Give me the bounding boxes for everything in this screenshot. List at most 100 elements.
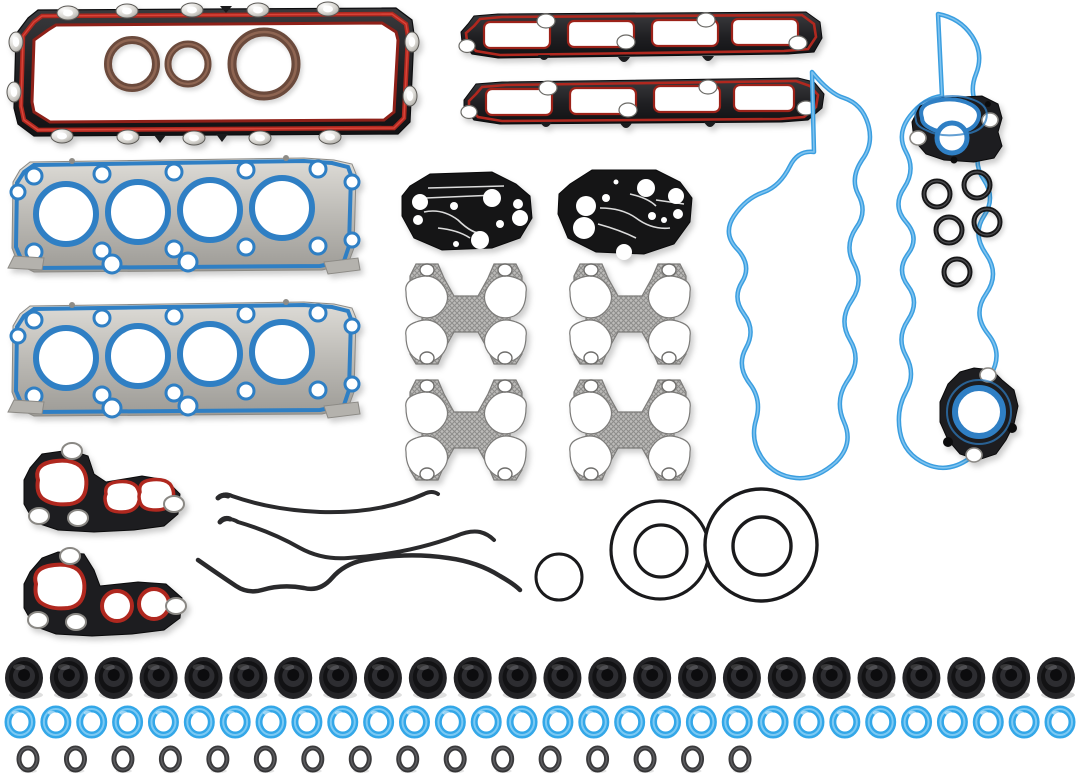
blue-oring-12 [398, 705, 430, 739]
mount-ear-left [7, 255, 45, 271]
exh-1-bolt-holes [419, 263, 513, 365]
head-gasket-right-bead [13, 302, 354, 415]
thermostat-bead-trace [946, 379, 1012, 445]
small-washer-6 [253, 745, 277, 773]
intake-lower-bolt-holes [460, 79, 816, 120]
seal-strip-3-path [195, 553, 523, 594]
locating-tab-a [216, 134, 228, 142]
small-washer-5 [206, 745, 230, 773]
small-washer-1 [16, 745, 40, 773]
blue-oring-28 [972, 705, 1004, 739]
timing-cover-gasket-right [552, 164, 700, 260]
exh-3-bolt-holes [419, 379, 513, 481]
head-gasket-right [4, 294, 372, 422]
valve-stem-seal-12 [498, 657, 537, 699]
crossover-lower-port-b [100, 589, 134, 623]
small-washer-11 [491, 745, 515, 773]
valve-stem-seal-18 [767, 657, 806, 699]
small-washer-16 [728, 745, 752, 773]
blue-oring-10 [327, 705, 359, 739]
valve-cover-gasket-left [716, 66, 896, 626]
blue-oring-21 [721, 705, 753, 739]
intake-manifold-gasket-lower [460, 72, 832, 138]
blue-oring-26 [901, 705, 933, 739]
small-washer-2 [63, 745, 87, 773]
small-washer-9 [396, 745, 420, 773]
blue-oring-8 [255, 705, 287, 739]
blue-oring-16 [542, 705, 574, 739]
valve-stem-seal-5 [184, 657, 223, 699]
small-washer-8 [348, 745, 372, 773]
small-washer-15 [681, 745, 705, 773]
valve-stem-seal-24 [1037, 657, 1075, 699]
water-pump-main-bore [934, 120, 970, 156]
crossover-lower-port-c [137, 587, 171, 621]
valve-stem-seal-6 [229, 657, 268, 699]
valve-stem-seal-23 [992, 657, 1031, 699]
crossover-upper-bolt-holes [28, 442, 185, 527]
valve-cover-left-outline [726, 69, 873, 481]
valve-stem-seal-10 [408, 657, 447, 699]
blue-oring-11 [363, 705, 395, 739]
blue-oring-2 [40, 705, 72, 739]
valve-stem-seal-17 [722, 657, 761, 699]
exh-2-ports [569, 275, 691, 363]
water-pump-gasket [898, 92, 1018, 172]
locating-tab-c [220, 6, 232, 13]
timing-left-holes [412, 189, 528, 249]
small-washer-3 [111, 745, 135, 773]
blue-oring-29 [1008, 705, 1040, 739]
blue-oring-14 [470, 705, 502, 739]
small-washer-7 [301, 745, 325, 773]
blue-oring-19 [650, 705, 682, 739]
valve-stem-seal-22 [947, 657, 986, 699]
blue-oring-17 [578, 705, 610, 739]
intake-upper-bolt-holes [458, 12, 808, 54]
water-pump-oring-1 [920, 177, 954, 211]
timing-right-ribs [597, 193, 685, 239]
exh-1-ports [405, 275, 527, 363]
viton-seal-large [226, 26, 302, 102]
blue-oring-24 [829, 705, 861, 739]
small-washer-14 [633, 745, 657, 773]
valve-stem-seal-row [0, 652, 1080, 704]
blue-oring-20 [685, 705, 717, 739]
small-washer-row [0, 742, 1080, 776]
intake-lower-tabs [540, 122, 716, 128]
dowel-pin-a [69, 302, 75, 308]
water-pump-oring-5 [940, 255, 974, 289]
valve-stem-seal-9 [363, 657, 402, 699]
valve-stem-seal-19 [812, 657, 851, 699]
water-pump-upper-port [919, 97, 981, 135]
rubber-seal-strip-3 [194, 553, 538, 610]
valve-stem-seal-21 [902, 657, 941, 699]
oring-small-1 [532, 550, 586, 604]
valve-stem-seal-4 [139, 657, 178, 699]
bolt-hole-group-sides [6, 31, 420, 107]
locating-tab-b [154, 135, 166, 143]
small-washer-10 [443, 745, 467, 773]
blue-oring-7 [219, 705, 251, 739]
oring-large-inner-1 [632, 522, 690, 580]
valve-stem-seal-3 [94, 657, 133, 699]
intake-upper-tabs [538, 55, 714, 62]
dowel-pin-b [283, 155, 289, 161]
small-washer-13 [586, 745, 610, 773]
blue-oring-18 [614, 705, 646, 739]
head-gasket-left [4, 152, 372, 280]
blue-oring-6 [183, 705, 215, 739]
blue-oring-5 [147, 705, 179, 739]
exh-3-ports [405, 391, 527, 479]
valve-stem-seal-13 [543, 657, 582, 699]
exhaust-manifold-gasket-1 [392, 258, 540, 370]
timing-right-holes [573, 179, 684, 260]
blue-oring-25 [865, 705, 897, 739]
crossover-upper-port-b [103, 479, 142, 514]
water-pump-oring-4 [970, 205, 1004, 239]
dowel-pin-b [283, 299, 289, 305]
rubber-seal-strip-1 [196, 486, 496, 522]
water-pump-bead-trace [914, 95, 988, 137]
thermostat-bolt-holes [943, 367, 1017, 463]
timing-left-ribs [423, 185, 505, 239]
exhaust-manifold-gasket-2 [556, 258, 704, 370]
